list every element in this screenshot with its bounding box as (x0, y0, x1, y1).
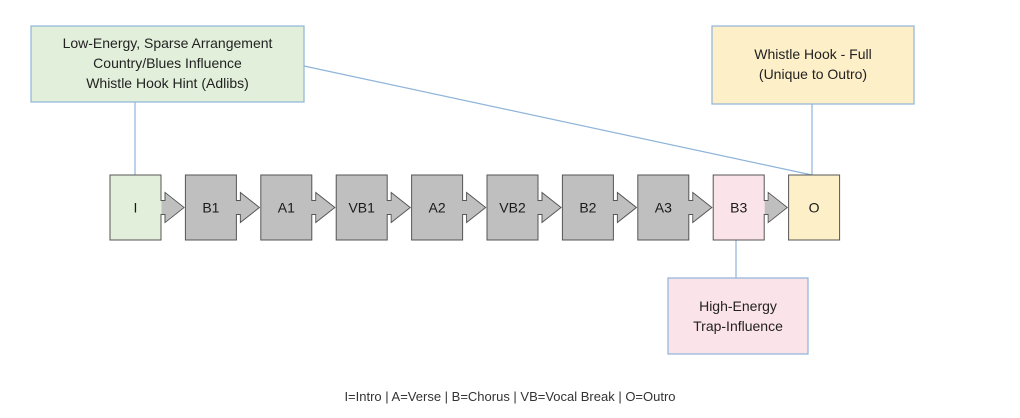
step-a3-shape (637, 174, 713, 241)
step-o-shape (788, 174, 841, 241)
step-b2-arrow (613, 194, 636, 221)
b3-note-line-2: Trap-Influence (693, 318, 783, 334)
step-a1-arrow (312, 194, 334, 221)
intro-note-line-1: Low-Energy, Sparse Arrangement (63, 35, 273, 51)
step-vb1-shape (335, 174, 412, 241)
intro-note: Low-Energy, Sparse Arrangement Country/B… (30, 25, 305, 103)
b3-note-box (667, 277, 809, 355)
step-b3-shape (712, 174, 789, 241)
connector-intro-note-to-outro (303, 65, 813, 176)
step-a3-arrow (689, 194, 711, 221)
step-vb1-arrow (387, 194, 410, 221)
step-i-arrow (161, 194, 183, 221)
step-a3-label: A3 (655, 200, 672, 216)
step-vb1-label: VB1 (348, 200, 375, 216)
step-vb2-shape (486, 174, 562, 241)
step-i-label: I (134, 200, 138, 216)
step-b1-shape (184, 174, 261, 241)
step-a2-label: A2 (429, 200, 446, 216)
step-b1-arrow (236, 194, 259, 221)
intro-note-box (30, 25, 305, 103)
outro-note-line-2: (Unique to Outro) (759, 66, 867, 82)
b3-note: High-Energy Trap-Influence (667, 277, 809, 355)
step-b3-label: B3 (730, 200, 747, 216)
connectors (134, 65, 813, 278)
step-vb2-label: VB2 (499, 200, 526, 216)
b3-note-line-1: High-Energy (699, 298, 777, 314)
step-a1-shape (260, 174, 336, 241)
song-sequence: I B1 A1 VB1 A2 VB2 B2 A3 B3 O (109, 174, 841, 241)
step-b2-shape (561, 174, 638, 241)
outro-note-line-1: Whistle Hook - Full (754, 46, 871, 62)
step-b1-label: B1 (202, 200, 219, 216)
outro-note-box (711, 25, 915, 105)
step-b3-arrow (764, 194, 787, 221)
step-a1-label: A1 (278, 200, 295, 216)
step-vb2-arrow (538, 194, 560, 221)
step-b2-label: B2 (579, 200, 596, 216)
outro-note: Whistle Hook - Full (Unique to Outro) (711, 25, 915, 105)
step-a2-arrow (463, 194, 485, 221)
intro-note-line-3: Whistle Hook Hint (Adlibs) (86, 75, 249, 91)
intro-note-line-2: Country/Blues Influence (93, 55, 242, 71)
step-i-shape (109, 174, 185, 241)
step-o-label: O (809, 200, 820, 216)
step-a2-shape (411, 174, 487, 241)
legend: I=Intro | A=Verse | B=Chorus | VB=Vocal … (344, 389, 675, 404)
